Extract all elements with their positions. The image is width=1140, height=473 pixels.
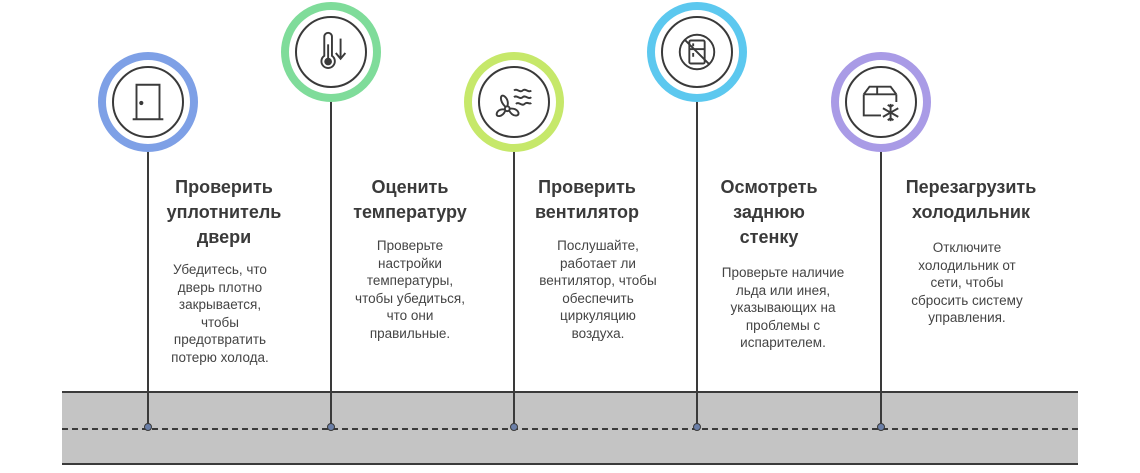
road-band — [62, 391, 1078, 465]
door-icon — [132, 83, 164, 121]
step-4-title: Осмотреть заднюю стенку — [720, 177, 818, 247]
step-5-description: Отключите холодильник от сети, чтобы сбр… — [911, 240, 1023, 325]
step-5-ring — [831, 52, 931, 152]
step-4-ring — [647, 2, 747, 102]
step-2-ring — [281, 2, 381, 102]
step-3-marker — [510, 423, 518, 431]
step-3-title: Проверить вентилятор — [534, 177, 640, 222]
step-2-description: Проверьте настройки температуры, чтобы у… — [355, 238, 465, 341]
step-4-description: Проверьте наличие льда или инея, указыва… — [721, 265, 845, 350]
step-2-stem — [330, 100, 332, 427]
step-3-description: Послушайте, работает ли вентилятор, чтоб… — [539, 238, 657, 341]
step-5-stem — [880, 150, 882, 427]
box-snowflake-icon — [862, 85, 899, 122]
fan-icon — [495, 88, 532, 118]
step-2-marker — [327, 423, 335, 431]
step-3-stem — [513, 150, 515, 427]
step-4-marker — [693, 423, 701, 431]
step-1-title: Проверить уплотнитель двери — [166, 177, 282, 247]
no-fridge-icon — [678, 33, 716, 71]
step-4-stem — [696, 100, 698, 427]
thermometer-down-icon — [320, 31, 347, 69]
step-1-description: Убедитесь, что дверь плотно закрывается,… — [171, 262, 269, 365]
step-1-marker — [144, 423, 152, 431]
step-5-marker — [877, 423, 885, 431]
step-3-ring — [464, 52, 564, 152]
road-center-line — [62, 428, 1078, 430]
step-1-ring — [98, 52, 198, 152]
step-1-stem — [147, 150, 149, 427]
step-2-title: Оценить температуру — [353, 177, 467, 222]
step-5-title: Перезагрузить холодильник — [905, 177, 1037, 222]
